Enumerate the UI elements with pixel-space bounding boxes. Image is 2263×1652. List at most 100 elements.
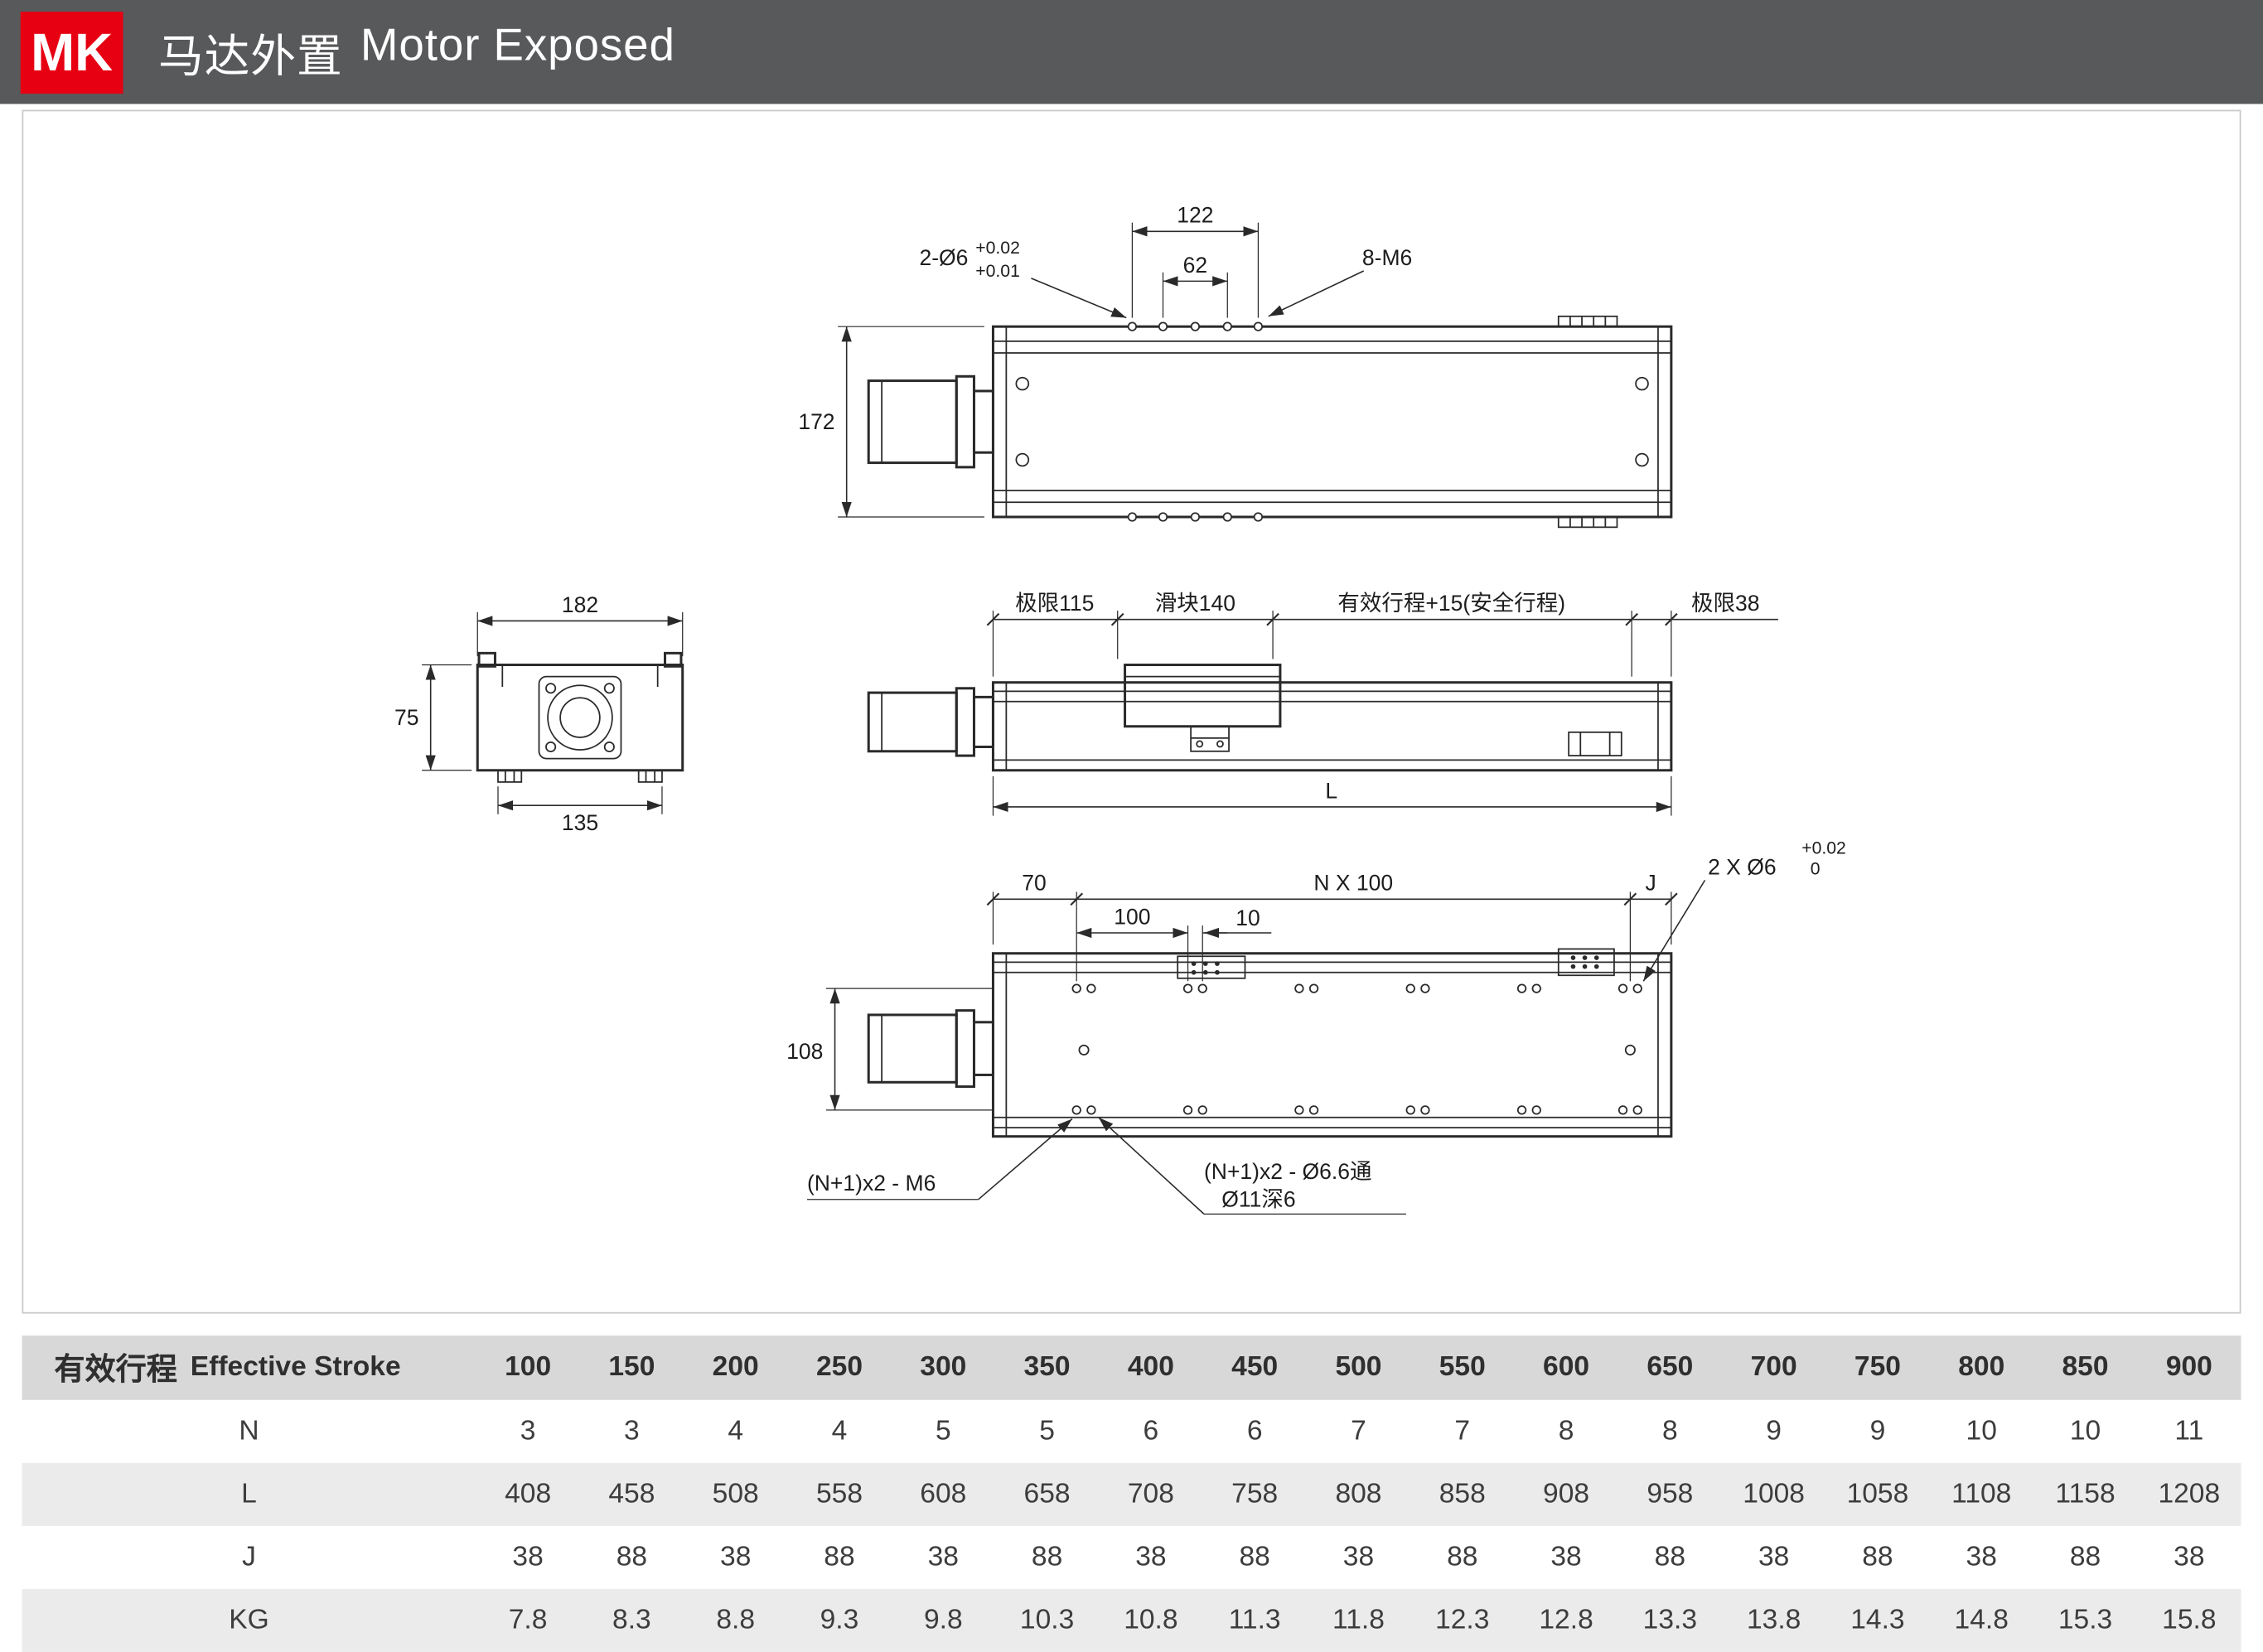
pin-tol-lower: 0: [1811, 859, 1821, 878]
table-cell: 9.8: [923, 1604, 963, 1635]
table-cell: 7.8: [508, 1604, 548, 1635]
table-cell: 5: [935, 1415, 951, 1447]
stroke-column-header: 750: [1854, 1351, 1901, 1383]
dim-62: 62: [1183, 253, 1207, 278]
drawing-panel: 172 122 62 2-Ø6 +0.02 +0.01 8-M6: [22, 109, 2241, 1314]
stroke-column-header: 100: [505, 1351, 552, 1383]
motor-side: [867, 687, 994, 757]
label-stroke: 有效行程+15(安全行程): [1337, 591, 1565, 616]
dim-182: 182: [562, 592, 598, 617]
page-title: 马达外置 Motor Exposed: [158, 19, 675, 85]
table-cell: 858: [1439, 1478, 1486, 1510]
dim-172: 172: [798, 409, 834, 434]
connector-block: [1557, 948, 1615, 977]
table-cell: 14.3: [1850, 1604, 1905, 1635]
table-cell: 88: [1862, 1541, 1893, 1572]
stroke-column-header: 900: [2165, 1351, 2212, 1383]
hole-tol-upper: +0.02: [975, 239, 1020, 258]
dim-122: 122: [1177, 203, 1213, 228]
top-view: 172 122 62 2-Ø6 +0.02 +0.01 8-M6: [798, 203, 1673, 529]
dim-100: 100: [1114, 904, 1150, 929]
table-cell: 4: [831, 1415, 848, 1447]
table-cell: 88: [1447, 1541, 1478, 1572]
table-cell: 8: [1661, 1415, 1678, 1447]
table-cell: 38: [1550, 1541, 1582, 1572]
table-header-label-zh: 有效行程: [54, 1353, 177, 1387]
series-badge: MK: [20, 11, 123, 94]
table-cell: 88: [1239, 1541, 1270, 1572]
table-cell: 14.8: [1954, 1604, 2009, 1635]
stroke-column-header: 250: [815, 1351, 863, 1383]
technical-drawing: 172 122 62 2-Ø6 +0.02 +0.01 8-M6: [394, 203, 1846, 1215]
table-cell: 88: [616, 1541, 648, 1572]
table-cell: 3: [624, 1415, 640, 1447]
dim-nx100: N X 100: [1313, 871, 1393, 896]
table-cell: 408: [505, 1478, 552, 1510]
table-cell: 608: [920, 1478, 967, 1510]
table-header-label-en: Effective Stroke: [190, 1351, 401, 1383]
table-cell: 11.3: [1228, 1604, 1281, 1635]
stroke-column-header: 700: [1750, 1351, 1797, 1383]
table-cell: 6: [1143, 1415, 1159, 1447]
through-callout: (N+1)x2 - Ø6.6通: [1204, 1159, 1371, 1184]
table-cell: 11: [2174, 1415, 2204, 1447]
label-limit-left: 极限115: [1015, 591, 1094, 616]
motor-bottom: [867, 1009, 994, 1089]
stroke-column-header: 550: [1439, 1351, 1486, 1383]
stroke-column-header: 800: [1958, 1351, 2005, 1383]
counterbore-callout: Ø11深6: [1221, 1187, 1295, 1212]
dim-75: 75: [394, 705, 418, 730]
table-cell: 4: [728, 1415, 744, 1447]
bottom-view: 70 N X 100 J 100 10 108 2 X Ø6 +0.02: [786, 839, 1846, 1215]
stroke-column-header: 400: [1127, 1351, 1174, 1383]
section-view: 182 75 135: [394, 592, 684, 835]
row-label: L: [241, 1478, 257, 1510]
table-cell: 15.8: [2162, 1604, 2217, 1635]
row-label: N: [239, 1415, 259, 1447]
table-cell: 10: [2069, 1415, 2101, 1447]
table-cell: 1108: [1951, 1478, 2012, 1510]
table-cell: 13.3: [1642, 1604, 1698, 1635]
table-cell: 9: [1869, 1415, 1886, 1447]
table-cell: 38: [512, 1541, 544, 1572]
sensor-block: [1177, 955, 1246, 979]
m6-callout: (N+1)x2 - M6: [807, 1171, 936, 1196]
table-cell: 88: [824, 1541, 855, 1572]
dim-10: 10: [1235, 906, 1260, 930]
table-cell: 8: [1558, 1415, 1574, 1447]
label-limit-right: 极限38: [1691, 591, 1759, 616]
table-cell: 38: [1135, 1541, 1167, 1572]
dim-j: J: [1646, 871, 1656, 896]
table-cell: 808: [1335, 1478, 1382, 1510]
stroke-column-header: 150: [608, 1351, 655, 1383]
dim-108: 108: [786, 1039, 823, 1064]
table-cell: 38: [1342, 1541, 1375, 1572]
table-cell: 708: [1127, 1478, 1174, 1510]
table-cell: 38: [2174, 1541, 2205, 1572]
stroke-column-header: 650: [1646, 1351, 1694, 1383]
table-cell: 458: [608, 1478, 655, 1510]
table-cell: 6: [1246, 1415, 1263, 1447]
table-cell: 88: [2069, 1541, 2101, 1572]
label-slider: 滑块140: [1155, 591, 1235, 616]
table-cell: 12.8: [1539, 1604, 1593, 1635]
table-cell: 10.3: [1019, 1604, 1075, 1635]
table-cell: 9: [1766, 1415, 1782, 1447]
stroke-column-header: 500: [1335, 1351, 1382, 1383]
side-view: 极限115 滑块140 有效行程+15(安全行程) 极限38 L: [867, 591, 1778, 816]
stroke-column-header: 450: [1231, 1351, 1279, 1383]
table-cell: 9.3: [820, 1604, 859, 1635]
dim-70: 70: [1022, 871, 1046, 896]
table-cell: 7: [1351, 1415, 1366, 1447]
stroke-column-header: 350: [1023, 1351, 1071, 1383]
table-cell: 8.3: [612, 1604, 651, 1635]
table-cell: 5: [1039, 1415, 1055, 1447]
table-cell: 10: [1966, 1415, 1997, 1447]
stroke-column-header: 300: [920, 1351, 967, 1383]
title-bar: MK 马达外置 Motor Exposed: [0, 0, 2263, 104]
